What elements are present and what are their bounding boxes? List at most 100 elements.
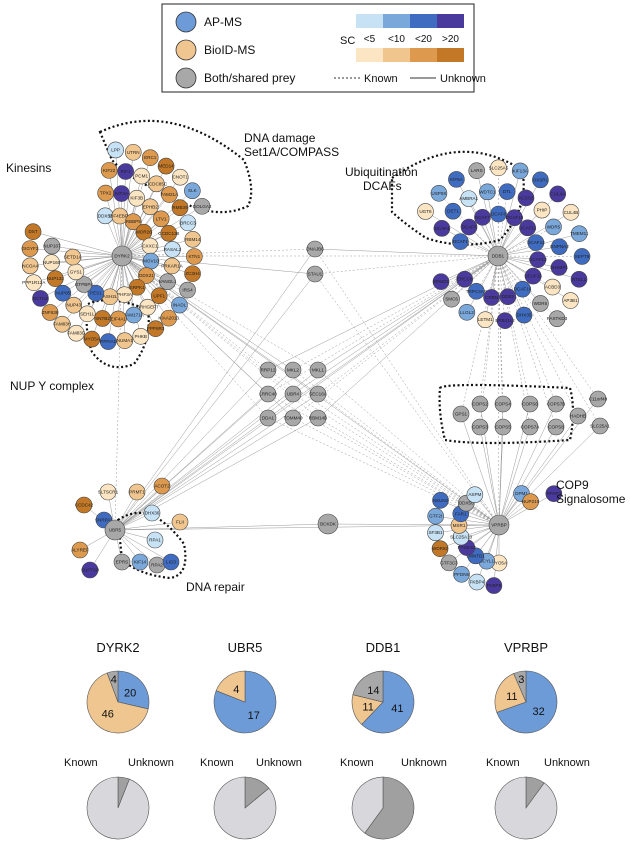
protein-node[interactable]: CCDC85C — [146, 175, 168, 193]
protein-node[interactable]: STAU1 — [306, 265, 324, 283]
protein-node[interactable]: DCAF12 — [527, 234, 545, 251]
protein-node[interactable]: FAM171A — [124, 306, 145, 324]
protein-node[interactable]: TRPC4AP — [466, 282, 487, 300]
protein-node[interactable]: GTPBP4 — [75, 276, 94, 293]
protein-node[interactable]: DCAF5 — [460, 218, 478, 236]
protein-node[interactable]: ACBD3 — [544, 278, 561, 296]
protein-node[interactable]: NUP160 — [43, 254, 61, 271]
protein-node[interactable]: KIF14 — [131, 553, 149, 571]
protein-node[interactable]: DCAF11 — [519, 219, 537, 237]
protein-node[interactable]: ERCC8 — [456, 270, 473, 288]
protein-node[interactable]: DCAF16 — [514, 280, 532, 298]
protein-node[interactable]: CCDC138 — [158, 225, 180, 242]
protein-node[interactable]: HADHB — [569, 407, 587, 425]
protein-node[interactable]: DCAF10 — [506, 209, 524, 227]
protein-node[interactable]: UPF1 — [150, 287, 168, 305]
protein-node[interactable]: CRBN — [483, 289, 500, 306]
protein-node[interactable]: SHKBP1 — [550, 259, 569, 276]
protein-node[interactable]: IRS4 — [179, 281, 196, 299]
protein-node[interactable]: ASPM — [466, 486, 484, 504]
protein-node[interactable]: COPS3 — [471, 418, 489, 436]
protein-node[interactable]: GYS1 — [67, 263, 85, 281]
protein-node[interactable]: ALYREF — [71, 541, 89, 559]
protein-node[interactable]: RIF1 — [117, 163, 134, 180]
protein-node[interactable]: ASH2L — [101, 288, 119, 306]
protein-node[interactable]: DNAJB6 — [306, 240, 324, 258]
protein-node[interactable]: PHKB — [132, 327, 150, 345]
protein-node[interactable]: DET1 — [444, 202, 462, 220]
protein-node[interactable]: CUL4A — [549, 185, 566, 203]
protein-node[interactable]: PFDN6 — [453, 565, 470, 583]
protein-node[interactable]: SEH1L — [78, 305, 96, 323]
hub-node[interactable]: UBR5 — [104, 519, 126, 541]
protein-node[interactable]: WDR26 — [135, 223, 153, 241]
protein-node[interactable]: MKL2 — [284, 361, 302, 379]
protein-node[interactable]: AMBRA1 — [459, 190, 479, 207]
protein-node[interactable]: RPA1 — [146, 531, 164, 549]
protein-node[interactable]: SLK — [184, 182, 201, 200]
protein-node[interactable]: EPB41L2 — [495, 312, 515, 329]
protein-node[interactable]: SETD1A — [64, 248, 83, 266]
protein-node[interactable]: FASTKD3 — [547, 310, 568, 328]
protein-node[interactable]: FAM83G — [67, 324, 86, 342]
protein-node[interactable]: CUL4B — [562, 204, 580, 221]
protein-node[interactable]: RRP12 — [259, 361, 277, 379]
hub-node[interactable]: VPRBP — [488, 514, 510, 536]
protein-node[interactable]: GIGYF2 — [22, 240, 39, 257]
protein-node[interactable]: MED14 — [157, 157, 175, 175]
protein-node[interactable]: DCAF1 — [452, 233, 469, 250]
protein-node[interactable]: SF3B1 — [427, 524, 444, 542]
protein-node[interactable]: LIG3 — [162, 553, 180, 571]
protein-node[interactable]: SMC6 — [443, 290, 460, 308]
protein-node[interactable]: MOV10 — [142, 252, 160, 270]
protein-node[interactable]: FAM83H — [53, 315, 71, 333]
protein-node[interactable]: GOLGA2 — [193, 197, 212, 215]
protein-node[interactable]: DDB2 — [499, 288, 517, 306]
protein-node[interactable]: NUP210 — [522, 493, 540, 510]
protein-node[interactable]: RASAL2 — [164, 241, 182, 258]
protein-node[interactable]: LTV1 — [152, 210, 170, 228]
protein-node[interactable]: PPP6R3 — [147, 320, 165, 337]
protein-node[interactable]: USP9X — [430, 184, 448, 202]
protein-node[interactable]: PRKAR1A — [161, 257, 184, 275]
protein-node[interactable]: RBBP5 — [124, 213, 142, 231]
protein-node[interactable]: TMEM11 — [570, 225, 589, 242]
protein-node[interactable]: KIF5A — [448, 171, 465, 188]
protein-node[interactable]: ZC3H4 — [184, 265, 201, 282]
protein-node[interactable]: CXXC1 — [141, 237, 159, 255]
protein-node[interactable]: EIF4A1 — [110, 310, 127, 328]
protein-node[interactable]: AP3B1 — [562, 292, 579, 309]
protein-node[interactable]: LPP — [107, 141, 124, 159]
protein-node[interactable]: KIAA2013 — [158, 309, 179, 327]
protein-node[interactable]: SNTB2 — [94, 310, 111, 327]
protein-node[interactable]: MKL1 — [309, 361, 327, 379]
protein-node[interactable]: VANGL1 — [159, 273, 177, 291]
protein-node[interactable]: FAM21A — [161, 186, 180, 203]
protein-node[interactable]: TOMM40 — [283, 409, 303, 427]
protein-node[interactable]: KIF22 — [100, 162, 118, 179]
protein-node[interactable]: CNOT1 — [171, 168, 189, 186]
protein-node[interactable]: OXSR1 — [532, 171, 549, 189]
protein-node[interactable]: COPS8 — [547, 418, 565, 436]
protein-node[interactable]: DHX35 — [515, 306, 533, 324]
protein-node[interactable]: INADL — [171, 296, 188, 314]
protein-node[interactable]: WDR6 — [532, 295, 549, 312]
protein-node[interactable]: KIF3A — [113, 185, 130, 202]
protein-node[interactable]: DCTN2 — [32, 290, 49, 307]
hub-node[interactable]: BCKDK — [317, 513, 339, 535]
protein-node[interactable]: TPX2 — [97, 184, 114, 202]
protein-node[interactable]: PRMT1 — [128, 483, 146, 501]
protein-node[interactable]: BRCC3 — [179, 214, 197, 232]
protein-node[interactable]: SEPT9 — [573, 248, 591, 265]
protein-node[interactable]: DCAF4 — [433, 220, 451, 237]
protein-node[interactable]: COPS4 — [494, 395, 512, 413]
protein-node[interactable]: DCAF13 — [529, 251, 547, 268]
protein-node[interactable]: DCAF7 — [474, 208, 491, 226]
protein-node[interactable]: NCOA4 — [21, 257, 39, 275]
protein-node[interactable]: RMB39 — [171, 199, 189, 217]
protein-node[interactable]: SLTSCR1 — [98, 483, 119, 501]
protein-node[interactable]: UGT8 — [417, 203, 434, 220]
protein-node[interactable]: COPS2 — [471, 395, 489, 413]
protein-node[interactable]: GNPNA2 — [550, 238, 569, 256]
protein-node[interactable]: COPS7A — [521, 418, 541, 436]
